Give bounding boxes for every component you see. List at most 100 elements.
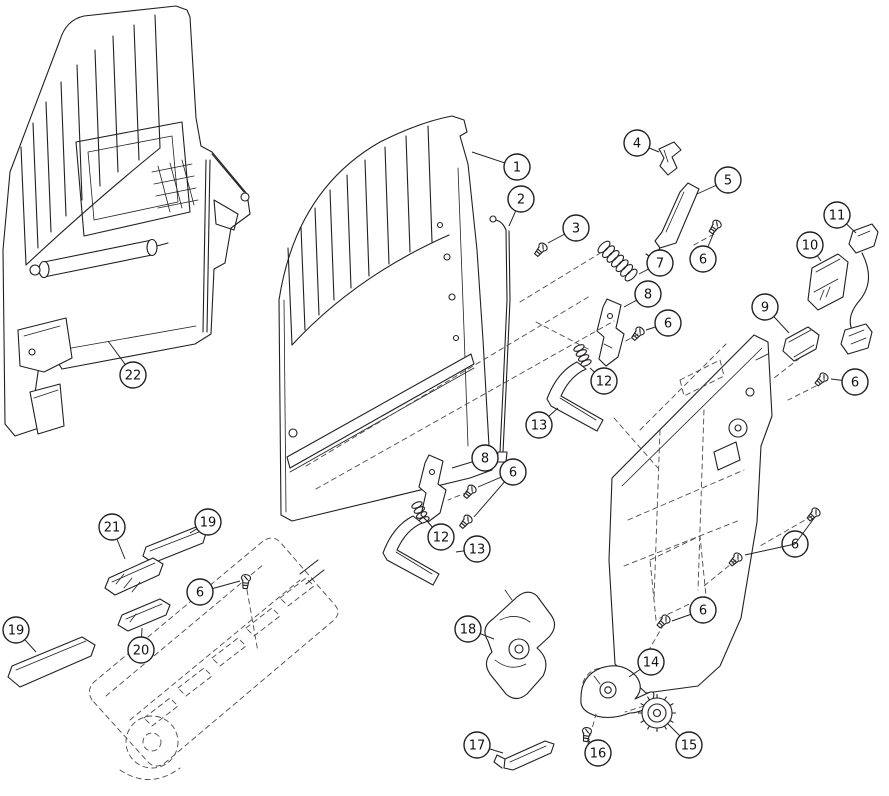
part-spring-large	[597, 240, 638, 282]
part-sensor-flag	[658, 141, 682, 176]
svg-text:2: 2	[517, 193, 525, 208]
callout-9: 9	[751, 293, 779, 321]
part-gear	[637, 693, 677, 733]
callout-6-d: 6	[499, 458, 527, 486]
screw-6-frame-top	[812, 370, 831, 389]
svg-text:16: 16	[590, 747, 607, 762]
svg-text:12: 12	[596, 375, 613, 390]
part-spring-small-lower	[411, 501, 430, 524]
callout-15: 15	[675, 731, 703, 759]
screw-6-latch-lower-b	[457, 512, 475, 531]
svg-text:6: 6	[699, 604, 707, 619]
callout-18: 18	[454, 615, 482, 643]
screw-6-frame-right-a	[804, 505, 823, 524]
callout-17: 17	[463, 731, 491, 759]
svg-text:18: 18	[460, 623, 477, 638]
part-side-frame	[608, 334, 773, 694]
screw-6-latch-lower-a	[461, 482, 479, 501]
part-cable	[840, 223, 879, 355]
callout-6-c: 6	[841, 368, 869, 396]
svg-text:17: 17	[469, 739, 486, 754]
screw-6-frame-right-b	[726, 550, 745, 569]
assembly-lines	[246, 233, 825, 745]
part-cover-strip-19b	[7, 636, 96, 688]
callout-6-e: 6	[186, 578, 214, 606]
svg-text:19: 19	[200, 516, 217, 531]
callout-13-b: 13	[463, 535, 491, 563]
svg-text:13: 13	[469, 543, 486, 558]
part-cover-strip-20	[117, 598, 171, 632]
part-link-rod	[489, 215, 511, 463]
callout-4: 4	[623, 129, 651, 157]
part-latch-upper	[596, 298, 625, 367]
svg-text:15: 15	[681, 739, 698, 754]
tray-corner-detail	[299, 559, 325, 585]
svg-text:8: 8	[481, 452, 489, 467]
callout-5: 5	[714, 166, 742, 194]
part-bracket	[645, 182, 700, 259]
part-guide-upper	[546, 361, 604, 432]
callout-12-a: 12	[590, 367, 618, 395]
svg-text:6: 6	[509, 466, 517, 481]
svg-text:10: 10	[802, 239, 819, 254]
callout-22: 22	[119, 361, 147, 389]
callout-12-b: 12	[427, 523, 455, 551]
callout-11: 11	[823, 201, 851, 229]
svg-text:12: 12	[433, 531, 450, 546]
svg-text:8: 8	[644, 288, 652, 303]
svg-text:6: 6	[196, 586, 204, 601]
callout-8-a: 8	[634, 280, 662, 308]
svg-text:6: 6	[664, 317, 672, 332]
part-link-17	[493, 740, 555, 771]
callout-21: 21	[98, 513, 126, 541]
part-cam-lever	[580, 665, 655, 719]
part-cover-small	[782, 326, 820, 362]
part-cover-strip-21	[104, 557, 164, 596]
svg-text:14: 14	[643, 656, 660, 671]
svg-text:5: 5	[724, 174, 732, 189]
callout-16: 16	[584, 739, 612, 767]
screw-6-frame-bottom	[654, 612, 673, 631]
callout-13-a: 13	[525, 411, 553, 439]
svg-text:3: 3	[572, 222, 580, 237]
callout-6-a: 6	[689, 245, 717, 273]
tray-hidden-outline	[89, 537, 339, 780]
callout-10: 10	[796, 231, 824, 259]
svg-text:19: 19	[8, 624, 25, 639]
callout-19-a: 19	[194, 508, 222, 536]
part-cover-clip	[807, 253, 849, 311]
callout-7: 7	[646, 249, 674, 277]
part-release-handle	[484, 589, 556, 700]
callout-20: 20	[127, 636, 155, 664]
callout-6-b: 6	[654, 309, 682, 337]
callout-14: 14	[637, 648, 665, 676]
screw-3	[532, 240, 550, 259]
svg-text:22: 22	[125, 369, 142, 384]
callout-2: 2	[507, 185, 535, 213]
callout-19-b: 19	[2, 616, 30, 644]
svg-text:6: 6	[699, 253, 707, 268]
svg-text:6: 6	[791, 538, 799, 553]
svg-text:21: 21	[104, 521, 121, 536]
svg-text:20: 20	[133, 644, 150, 659]
screw-6-tray	[239, 573, 252, 590]
callout-leaders-extra	[744, 516, 816, 556]
callout-6-g: 6	[689, 596, 717, 624]
svg-text:4: 4	[633, 137, 641, 152]
hatch-detail	[151, 159, 199, 213]
callout-3: 3	[562, 214, 590, 242]
part-rear-cover-assembly	[2, 5, 251, 437]
callout-8-b: 8	[471, 444, 499, 472]
frame-hidden-lines	[623, 343, 745, 621]
part-cover-strip-19a	[142, 526, 207, 564]
callout-1: 1	[503, 153, 531, 181]
svg-text:13: 13	[531, 419, 548, 434]
svg-text:6: 6	[851, 376, 859, 391]
svg-text:9: 9	[761, 301, 769, 316]
part-guide-lower	[382, 515, 440, 586]
part-rear-door-cover	[278, 115, 493, 522]
svg-text:11: 11	[829, 209, 846, 224]
svg-text:7: 7	[656, 257, 664, 272]
